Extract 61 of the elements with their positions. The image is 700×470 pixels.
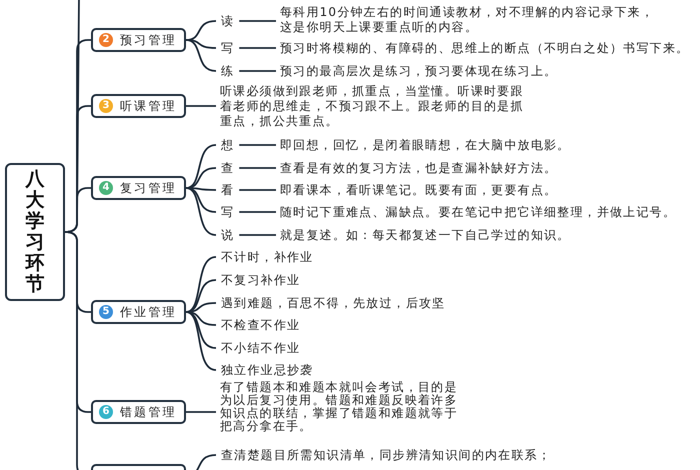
description-text: 有了错题本和难题本就叫会考试，目的是为以后复习使用。错题和难题反映着许多知识点的联结，掌握了错题和难题就等于把高分拿在手。 [216, 381, 464, 433]
keyword-label: 看 [216, 182, 240, 198]
number-badge: 4 [99, 181, 113, 195]
connector-line [186, 39, 216, 49]
connector-line [239, 20, 276, 22]
connector-line [186, 187, 216, 236]
connector-line [186, 187, 216, 213]
description-text: 即回想，回忆，是闭着眼睛想，在大脑中放电影。 [276, 137, 570, 153]
topic-title: 预习管理 [120, 32, 177, 48]
description-text: 随时记下重难点、漏缺点。要在笔记中把它详细整理，并做上记号。 [276, 204, 676, 220]
list-item-text: 不计时，补作业 [216, 249, 314, 265]
connector-line [239, 189, 276, 191]
number-badge: 6 [99, 405, 113, 419]
description-text: 就是复述。如：每天都复述一下自己学过的知识。 [276, 227, 570, 243]
list-item-text: 不检查不作业 [216, 317, 300, 333]
topic-title: 错题管理 [120, 404, 177, 420]
number-badge: 2 [99, 33, 113, 47]
topic-box [91, 94, 186, 118]
description-text: 查看是有效的复习方法，也是查漏补缺好方法。 [276, 160, 558, 176]
topic-box [91, 300, 186, 324]
connector-line [186, 311, 216, 371]
topic-title: 听课管理 [120, 98, 177, 114]
number-badge: 5 [99, 305, 113, 319]
keyword-label: 写 [216, 204, 240, 220]
root-topic-box [5, 163, 65, 301]
keyword-label: 读 [216, 13, 240, 29]
list-item-text: 独立作业忌抄袭 [216, 362, 314, 378]
connector-line [186, 256, 216, 313]
keyword-label: 写 [216, 40, 240, 56]
connector-line [239, 47, 276, 49]
connector-line [186, 39, 216, 72]
list-item-text: 不小结不作业 [216, 340, 300, 356]
connector-line [239, 70, 276, 72]
topic-box [91, 28, 186, 52]
description-text: 即看课本，看听课笔记。既要有面，更要有点。 [276, 182, 558, 198]
connector-line [239, 234, 276, 236]
connector-line [186, 144, 216, 189]
description-text: 预习的最高层次是练习，预习要体现在练习上。 [276, 63, 558, 79]
topic-title: 复习管理 [120, 180, 177, 196]
list-item-text: 遇到难题，百思不得，先放过，后攻坚 [216, 295, 446, 311]
keyword-label: 练 [216, 63, 240, 79]
description-text: 每科用10分钟左右的时间通读教材，对不理解的内容记录下来，这是你明天上课要重点听的内容。 [276, 5, 658, 35]
connector-line [186, 411, 216, 413]
keyword-label: 查 [216, 160, 240, 176]
topic-box [91, 400, 186, 424]
connector-line [239, 144, 276, 146]
list-item-text: 不复习补作业 [216, 272, 300, 288]
number-badge: 3 [99, 99, 113, 113]
root-title: 八大学习环节 [26, 169, 44, 295]
connector-line [186, 187, 216, 191]
connector-line [239, 211, 276, 213]
keyword-label: 说 [216, 227, 240, 243]
description-text: 预习时将模糊的、有障碍的、思维上的断点（不明白之处）书写下来。 [276, 40, 690, 56]
topic-title: 作业管理 [120, 304, 177, 320]
connector-line [239, 167, 276, 169]
list-item-text: 查清楚题目所需知识清单，同步辨清知识间的内在联系； [216, 447, 551, 463]
connector-line [186, 279, 216, 313]
topic-box [91, 176, 186, 200]
keyword-label: 想 [216, 137, 240, 153]
description-text: 听课必须做到跟老师，抓重点，当堂懂。听课时要跟着老师的思维走，不预习跟不上。跟老师的目的是抓重点，抓公共重点。 [216, 84, 532, 129]
connector-line [186, 105, 216, 107]
